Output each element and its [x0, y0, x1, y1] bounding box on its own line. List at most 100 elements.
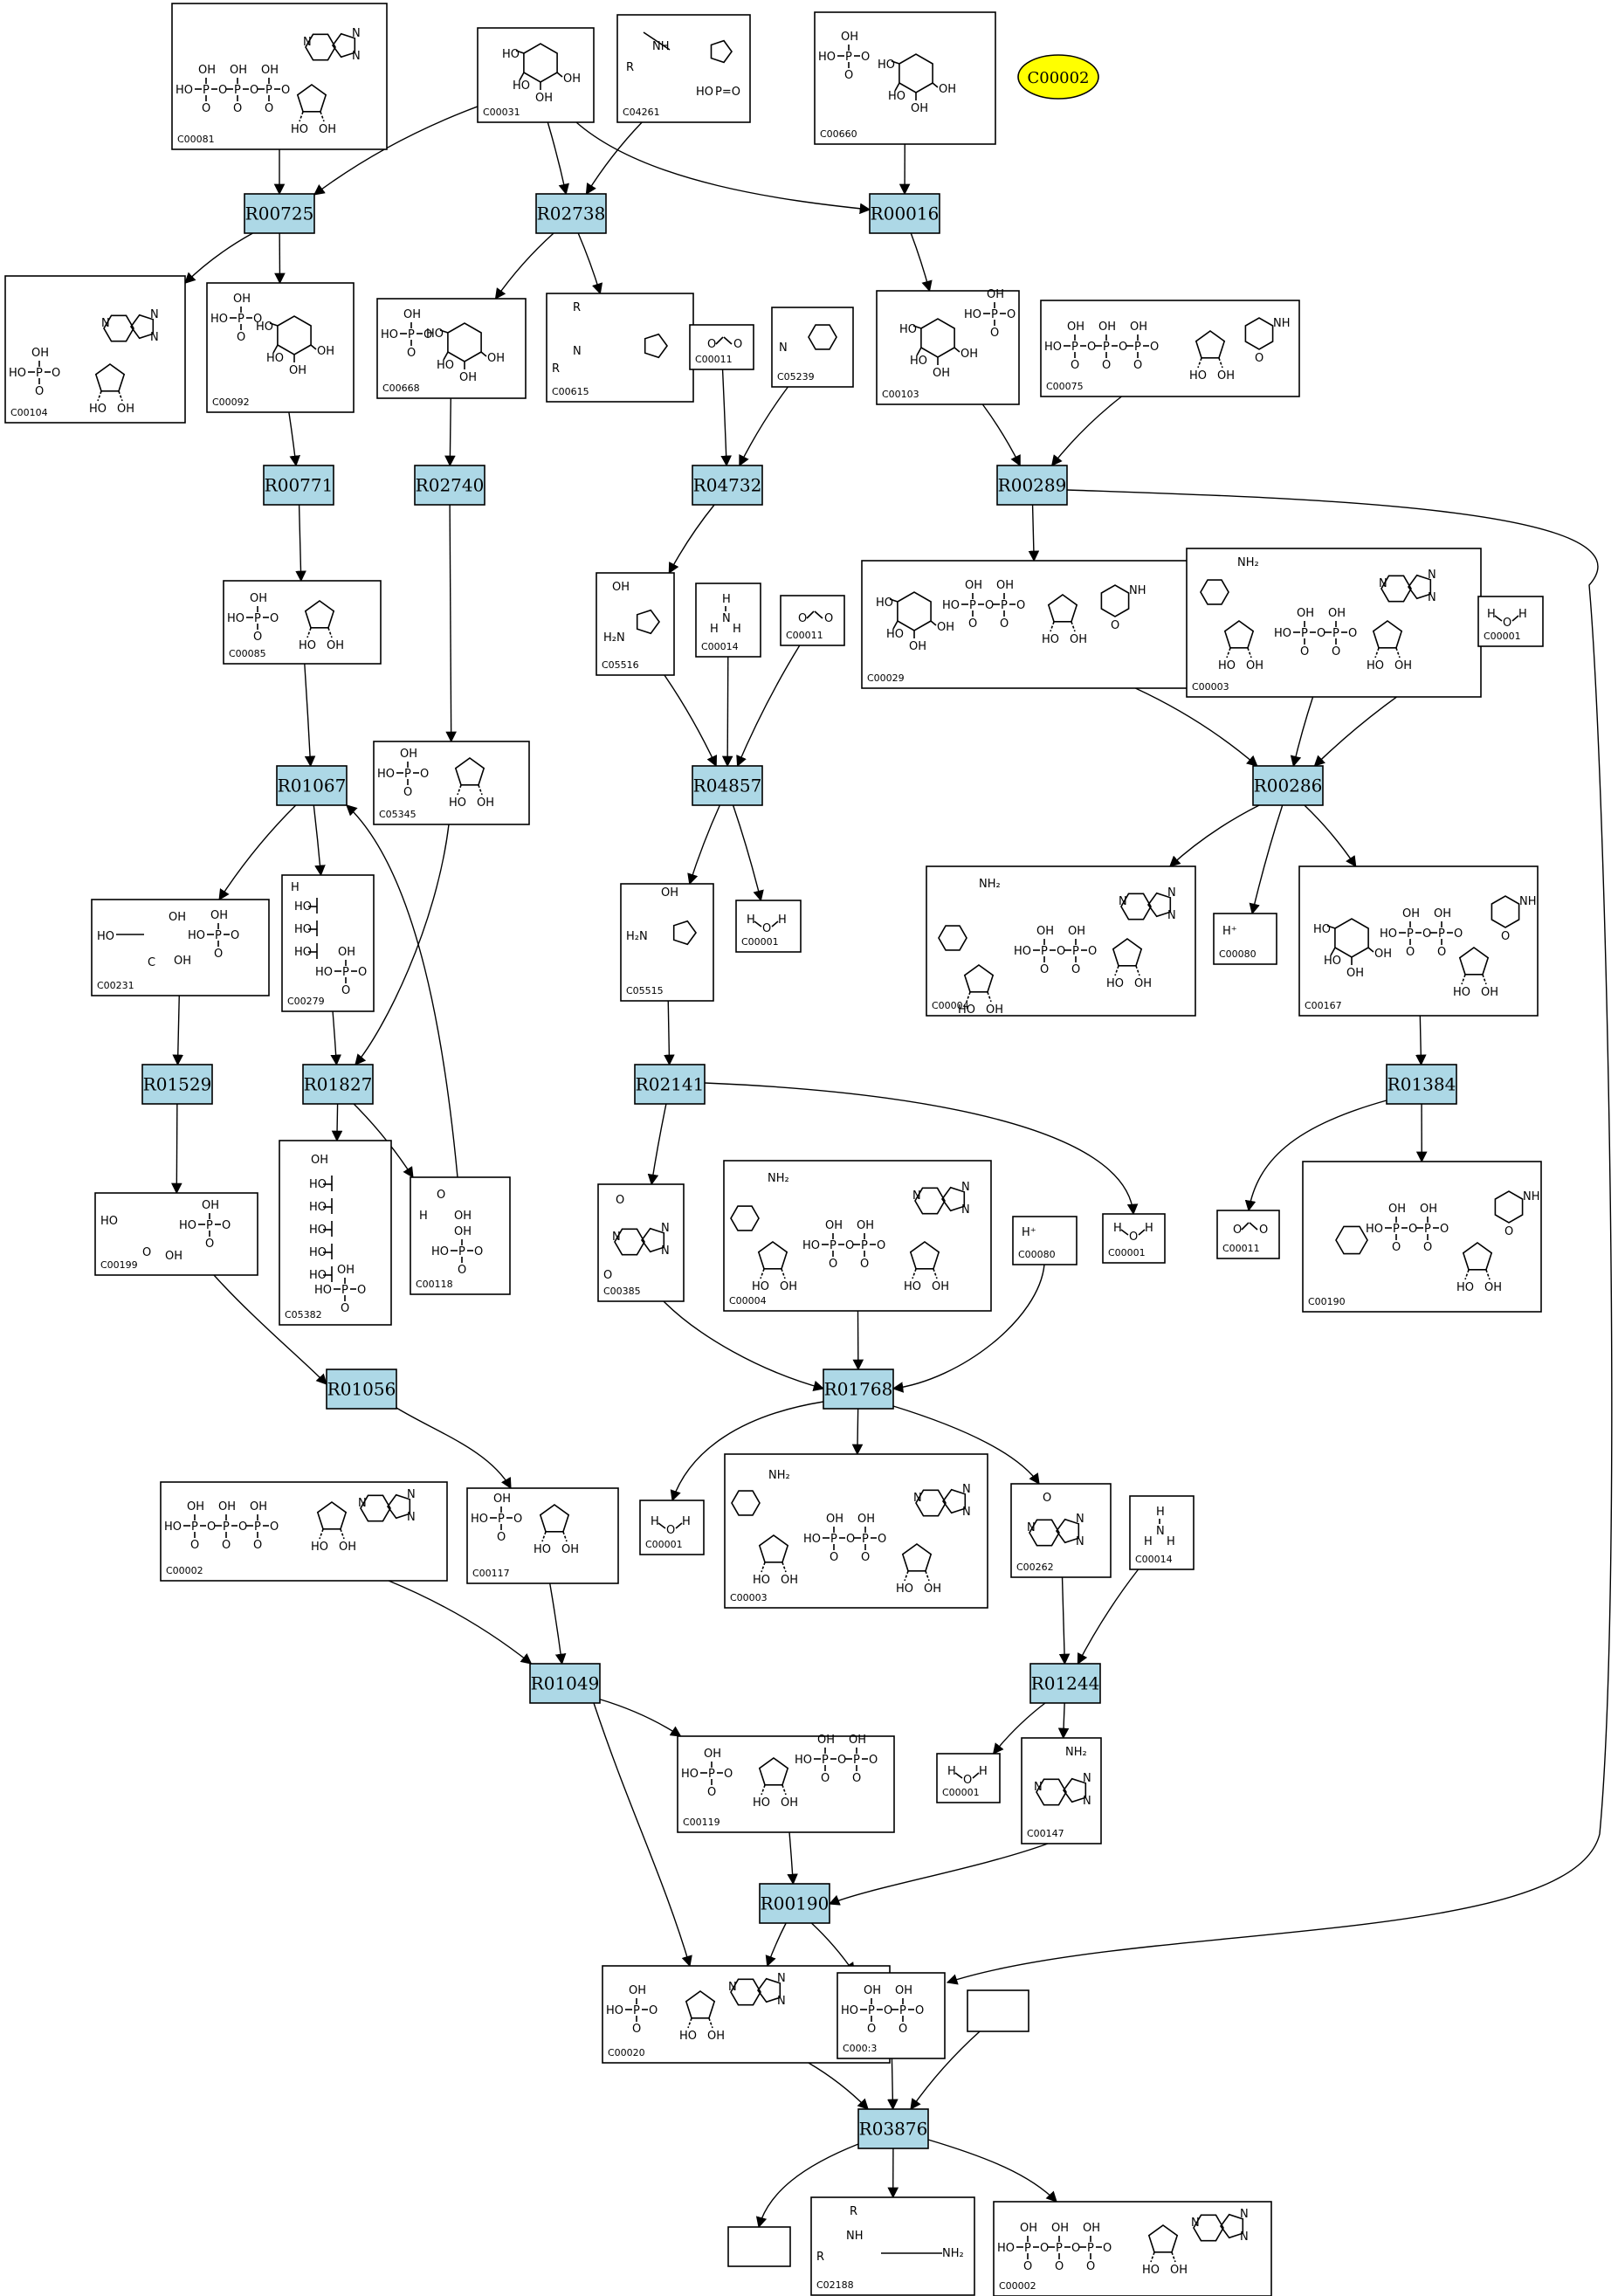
reaction-R01827[interactable]: R01827	[302, 1064, 374, 1105]
compound-box[interactable]	[281, 874, 375, 1012]
compound-box[interactable]	[677, 1735, 895, 1833]
reaction-box[interactable]	[869, 193, 940, 234]
compound-box[interactable]	[876, 290, 1020, 405]
reaction-R03876[interactable]: R03876	[857, 2108, 929, 2149]
compound-box[interactable]	[771, 307, 854, 388]
compound-box[interactable]	[727, 2226, 791, 2267]
compound-box[interactable]	[616, 14, 751, 123]
reaction-R00289[interactable]: R00289	[996, 465, 1068, 506]
reaction-box[interactable]	[535, 193, 607, 234]
compound-box[interactable]	[724, 1453, 988, 1609]
compound-box[interactable]	[1010, 1483, 1112, 1578]
compound-c00080a[interactable]: H⁺C00080	[1213, 913, 1277, 965]
reaction-box[interactable]	[857, 2108, 929, 2149]
reaction-box[interactable]	[244, 193, 315, 234]
query-ellipse[interactable]	[1017, 54, 1099, 100]
reaction-box[interactable]	[759, 1883, 830, 1924]
compound-box[interactable]	[814, 11, 996, 145]
compound-c00080b[interactable]: H⁺C00080	[1012, 1216, 1078, 1265]
reaction-R00016[interactable]: R00016	[869, 193, 940, 234]
compound-box[interactable]	[926, 865, 1196, 1017]
reaction-R01529[interactable]: R01529	[141, 1064, 213, 1105]
compound-box[interactable]	[4, 275, 186, 424]
compound-box[interactable]	[206, 282, 355, 413]
reaction-R02141[interactable]: R02141	[634, 1064, 706, 1105]
compound-box[interactable]	[993, 2201, 1272, 2296]
compound-box[interactable]	[936, 1753, 1001, 1803]
reaction-R02738[interactable]: R02738	[535, 193, 607, 234]
compound-box[interactable]	[477, 27, 595, 123]
compound-box[interactable]	[373, 741, 530, 825]
compound-box[interactable]	[620, 883, 714, 1002]
compound-box[interactable]	[376, 298, 527, 399]
reaction-box[interactable]	[326, 1369, 397, 1410]
compound-box[interactable]	[1186, 548, 1482, 698]
reaction-R01056[interactable]: R01056	[326, 1369, 397, 1410]
compound-box[interactable]	[1477, 596, 1544, 647]
compound-box[interactable]	[597, 1183, 685, 1302]
compound-box[interactable]	[596, 572, 675, 676]
compound-box[interactable]	[689, 324, 754, 370]
reaction-R00286[interactable]: R00286	[1252, 765, 1324, 806]
compound-box[interactable]	[171, 3, 388, 150]
reaction-box[interactable]	[276, 765, 348, 806]
compound-box[interactable]	[1102, 1213, 1166, 1264]
compound-box[interactable]	[1302, 1161, 1542, 1313]
reaction-box[interactable]	[1386, 1064, 1457, 1105]
compound-box[interactable]	[466, 1487, 619, 1584]
reaction-box[interactable]	[1029, 1663, 1101, 1704]
compound-box[interactable]	[1298, 865, 1539, 1017]
reaction-box[interactable]	[1252, 765, 1324, 806]
compound-box[interactable]	[861, 560, 1210, 689]
compound-box[interactable]	[160, 1481, 448, 1582]
compound-blank2[interactable]	[727, 2226, 791, 2267]
compound-box[interactable]	[1012, 1216, 1078, 1265]
reaction-R00190[interactable]: R00190	[759, 1883, 830, 1924]
compound-box[interactable]	[1213, 913, 1277, 965]
reaction-R04732[interactable]: R04732	[692, 465, 763, 506]
reaction-R01067[interactable]: R01067	[276, 765, 348, 806]
compound-box[interactable]	[91, 899, 270, 996]
reaction-box[interactable]	[996, 465, 1068, 506]
reaction-box[interactable]	[414, 465, 485, 506]
compound-box[interactable]	[223, 580, 382, 665]
compound-box[interactable]	[1021, 1737, 1102, 1844]
compound-box[interactable]	[723, 1160, 992, 1312]
compound-box[interactable]	[1129, 1495, 1195, 1570]
compound-box[interactable]	[695, 583, 761, 658]
reaction-box[interactable]	[692, 465, 763, 506]
compound-box[interactable]	[967, 1989, 1029, 2032]
reaction-box[interactable]	[263, 465, 334, 506]
